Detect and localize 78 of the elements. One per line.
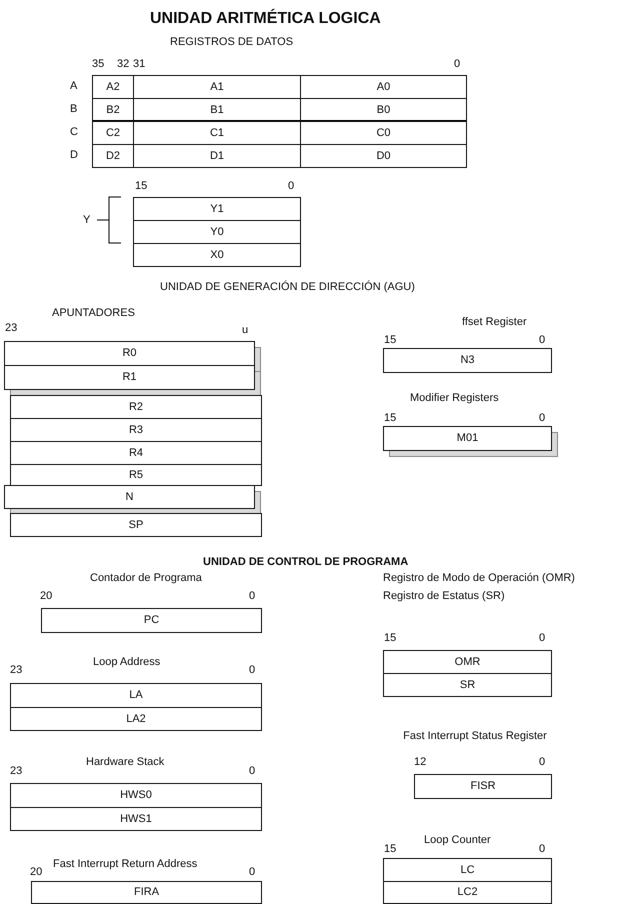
bit-number: 0 [539,632,546,645]
register-box: D2 [92,144,134,168]
bit-number: 0 [249,590,256,603]
section-heading: REGISTROS DE DATOS [170,36,294,49]
register-box: LC2 [383,881,552,904]
bit-number: 0 [539,412,546,425]
bit-number: 15 [384,632,396,645]
register-title: Loop Counter [424,834,491,847]
register-name: C [70,126,78,139]
bit-number: 20 [30,866,42,879]
register-box: PC [41,608,262,633]
register-box: R2 [10,395,262,419]
register-box: HWS0 [10,783,262,808]
register-title: Registro de Estatus (SR) [383,590,505,603]
register-box: R0 [4,341,255,366]
bit-number: 0 [249,866,256,879]
register-box: R1 [4,365,255,390]
bit-number: 15 [384,843,396,856]
register-box: OMR [383,650,552,674]
register-title: Fast Interrupt Return Address [53,858,198,871]
register-box: Y0 [133,220,301,244]
section-heading: UNIDAD DE CONTROL DE PROGRAMA [203,556,408,569]
register-name: D [70,149,78,162]
register-title: Fast Interrupt Status Register [402,730,548,743]
diagram-title: UNIDAD ARITMÉTICA LOGICA [150,9,381,28]
register-title: Loop Address [93,656,160,669]
register-box: A2 [92,75,134,99]
bit-number: 15 [135,180,148,193]
register-box: R4 [10,441,262,465]
register-box: SP [10,513,262,537]
register-box: HWS1 [10,807,262,831]
bit-number: 35 [92,58,104,71]
bit-number: 23 [10,664,22,677]
register-box: R3 [10,418,262,442]
register-box: FISR [414,774,552,799]
bit-number: 0 [539,334,546,347]
register-name: A [70,80,78,93]
register-box: C2 [92,121,134,145]
bit-number: 0 [249,664,256,677]
bit-number: 20 [40,590,52,603]
register-name: Y [83,214,90,227]
bit-number: 0 [454,58,460,71]
register-box: M01 [383,426,552,451]
bit-number: 23 [5,322,18,335]
register-title: ffset Register [462,316,527,329]
section-heading: UNIDAD DE GENERACIÓN DE DIRECCIÓN (AGU) [160,281,415,294]
register-box: A0 [300,75,467,99]
bit-number: 15 [384,412,396,425]
register-box: FIRA [31,881,262,904]
register-title: APUNTADORES [52,307,135,320]
register-box: C0 [300,121,467,145]
register-title: Contador de Programa [90,572,202,585]
register-box: LA [10,683,262,708]
register-box: X0 [133,243,301,267]
register-box: B0 [300,98,467,122]
register-name: B [70,103,78,116]
bit-number: 23 [10,765,22,778]
bit-number: u [242,324,248,337]
bit-number: 32 [117,58,130,71]
register-box: LC [383,858,552,882]
register-box: LA2 [10,707,262,731]
register-box: SR [383,673,552,697]
register-title: Hardware Stack [86,756,164,769]
register-box: D0 [300,144,467,168]
register-title: Registro de Modo de Operación (OMR) [383,572,575,585]
register-box: N3 [383,348,552,373]
bit-number: 0 [539,843,546,856]
bit-number: 0 [249,765,256,778]
bit-number: 0 [539,756,546,769]
bit-number: 0 [288,180,294,193]
bit-number: 15 [384,334,396,347]
register-box: N [4,485,255,509]
bit-number: 31 [133,58,146,71]
register-box: Y1 [133,197,301,221]
bit-number: 12 [414,756,426,769]
register-title: Modifier Registers [410,392,499,405]
register-box: B2 [92,98,134,122]
register-box: R5 [10,464,262,486]
